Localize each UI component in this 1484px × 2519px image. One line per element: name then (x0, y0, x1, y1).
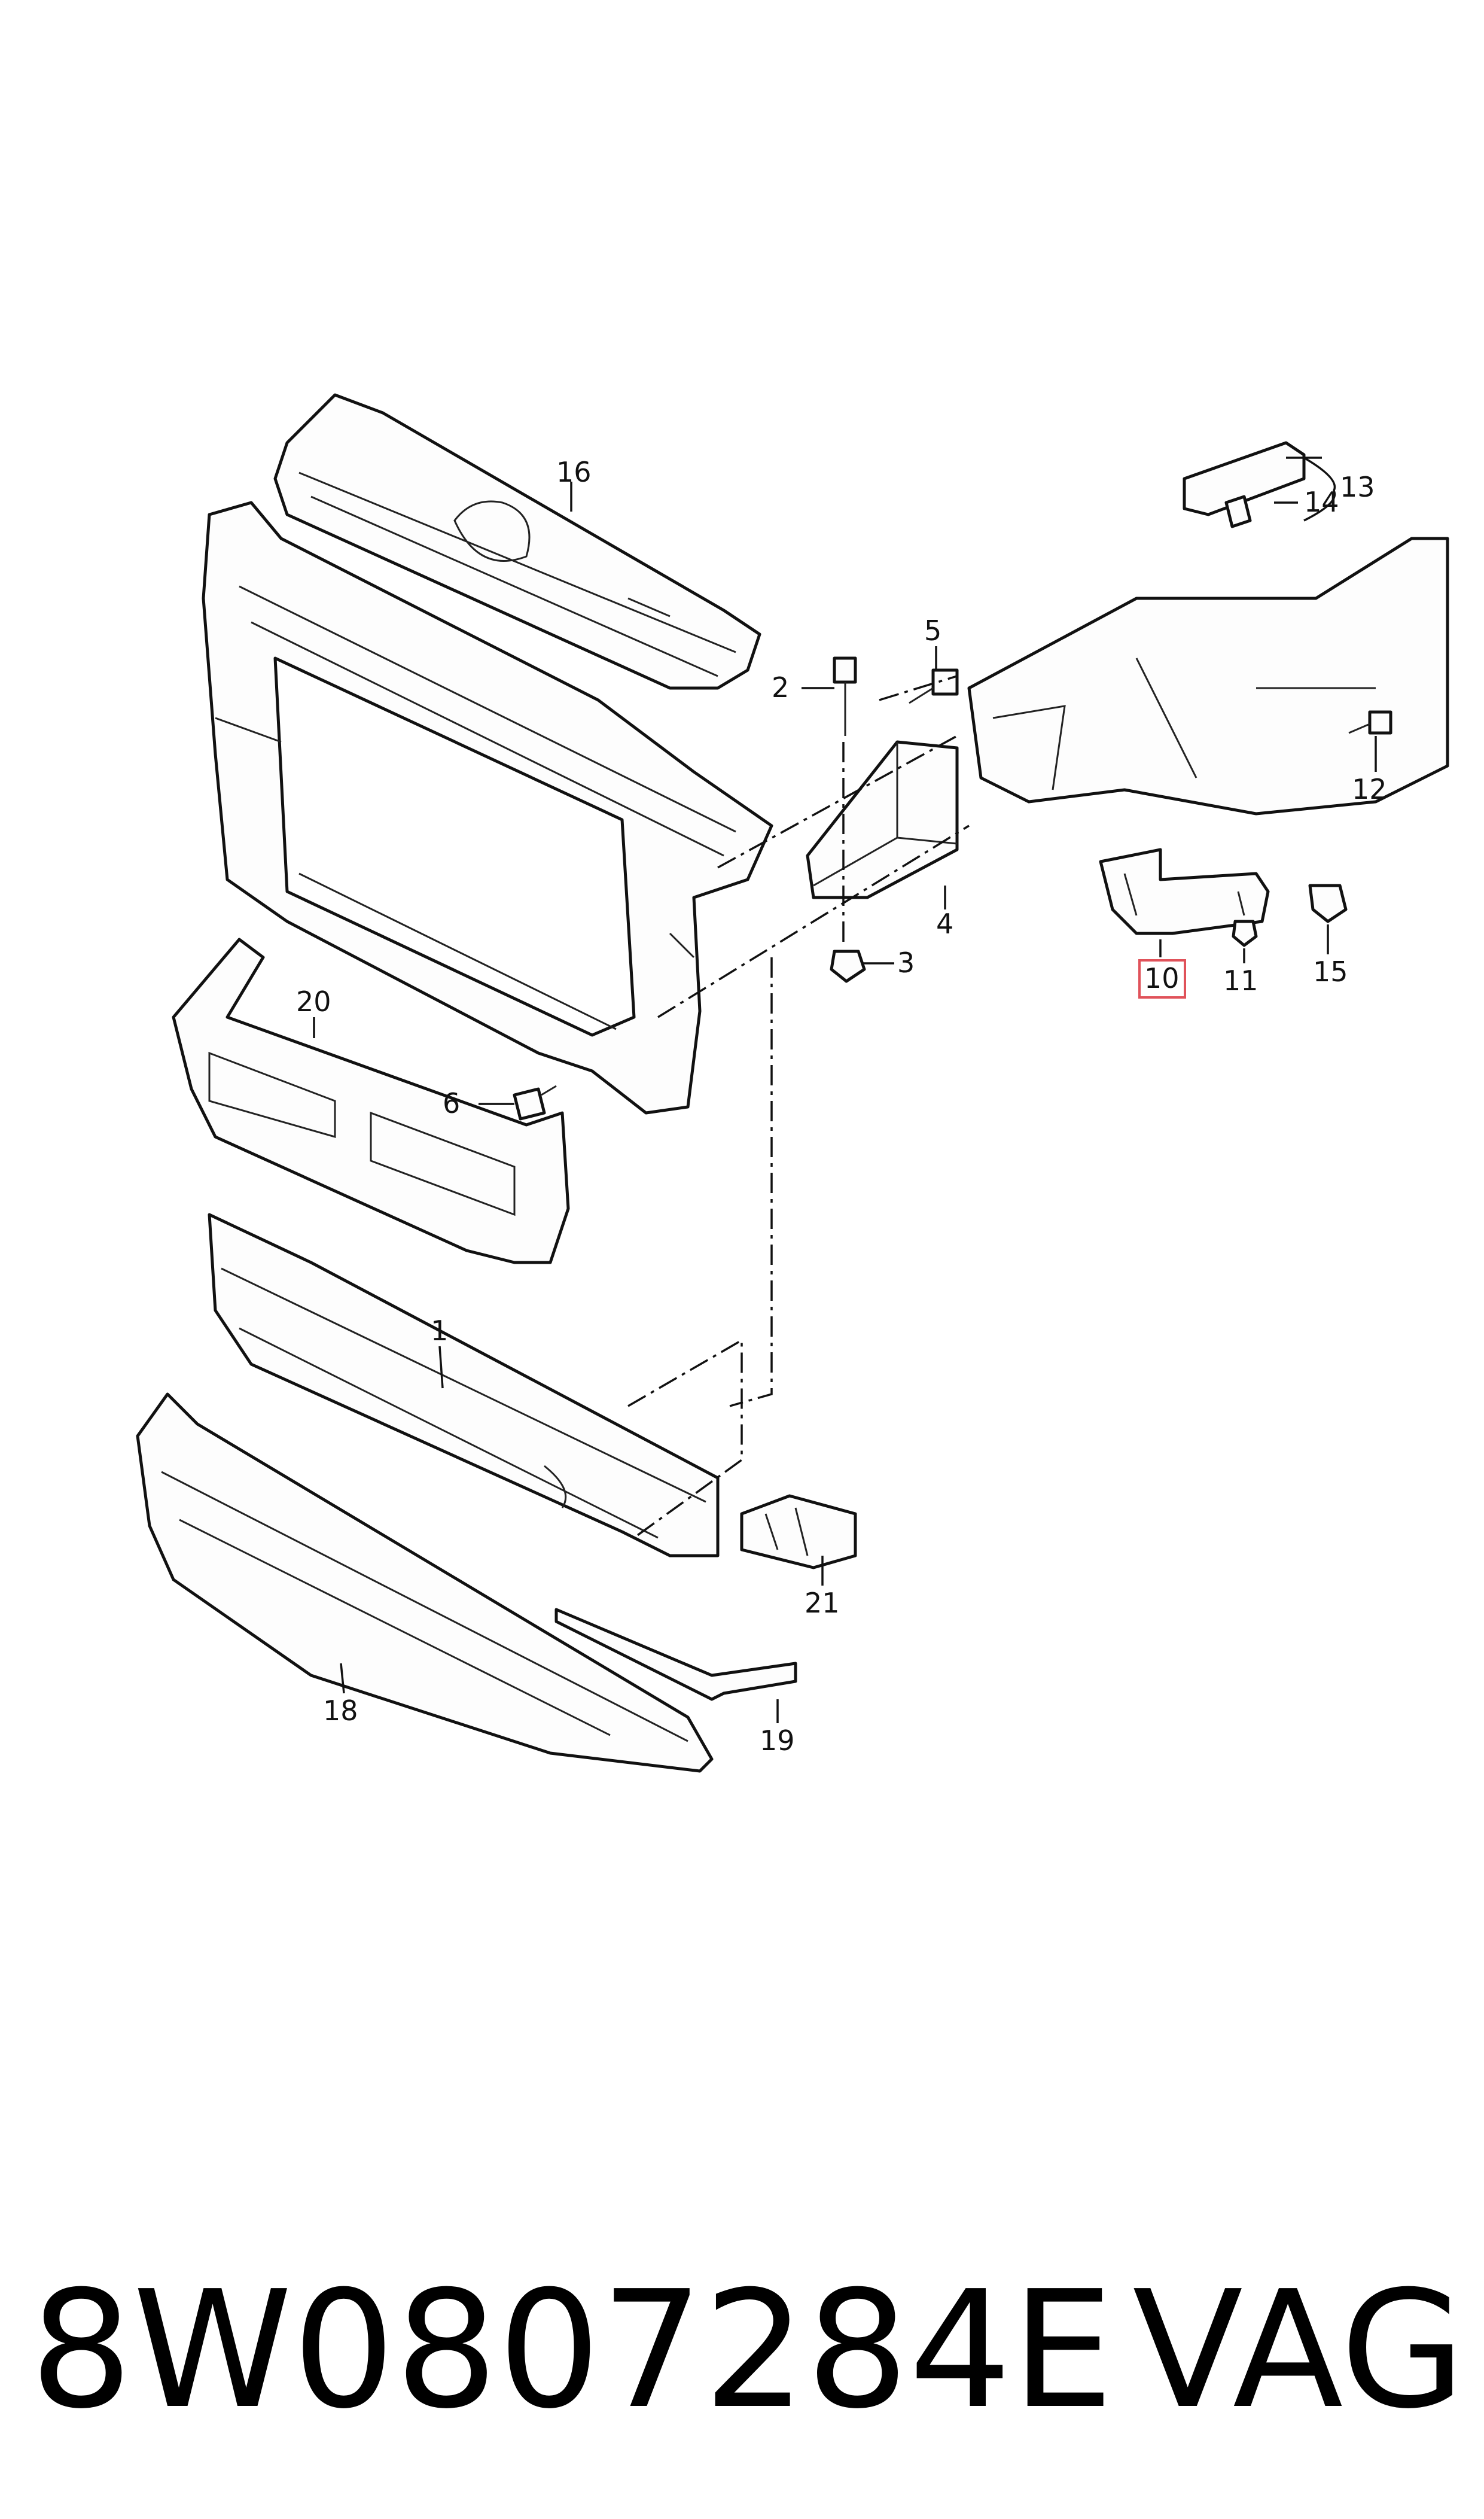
fastener-12-bolt (1348, 710, 1392, 735)
leader-lines (313, 457, 1377, 1723)
callout-1: 1 (431, 1315, 448, 1347)
fastener-15-clip (1308, 884, 1348, 923)
brand-name: VAG (1132, 2256, 1465, 2444)
part-13-clip-assembly (1183, 441, 1306, 528)
callout-13: 13 (1340, 471, 1375, 503)
callout-6: 6 (443, 1087, 460, 1119)
part-10-bracket (1099, 848, 1270, 935)
callout-19: 19 (760, 1724, 795, 1757)
highlight-box-10 (1138, 959, 1186, 999)
callout-18: 18 (323, 1694, 358, 1727)
callout-15: 15 (1313, 956, 1348, 988)
fastener-5-bolt (909, 668, 959, 704)
callout-5: 5 (924, 614, 941, 647)
callout-21: 21 (805, 1587, 840, 1619)
part-lock-carrier (202, 501, 773, 1115)
callout-10: 10 (1144, 962, 1180, 994)
footer-caption: 8W0807284E VAG (30, 2256, 1465, 2453)
callout-14: 14 (1304, 486, 1339, 518)
part-number: 8W0807284E (30, 2256, 1114, 2444)
callout-labels: 16 2 5 3 4 6 10 11 12 13 14 15 20 1 21 1… (296, 456, 1387, 1757)
part-4-crash-box (806, 740, 959, 899)
callout-2: 2 (772, 671, 789, 704)
part-18-energy-absorber (136, 1392, 714, 1773)
part-21-bracket (740, 1494, 857, 1569)
part-19-trim-strip (554, 1608, 797, 1701)
callout-4: 4 (936, 908, 953, 940)
fastener-2-bolt (833, 656, 857, 736)
body-longitudinal-member (967, 537, 1449, 816)
callout-16: 16 (556, 456, 592, 488)
callout-12: 12 (1352, 773, 1387, 805)
fastener-11-nut (1232, 920, 1258, 947)
part-20-lower-air-guide (172, 938, 570, 1264)
fastener-3-nut (830, 950, 866, 983)
callout-3: 3 (897, 947, 915, 979)
part-16-air-guide (273, 393, 761, 690)
fastener-6-bolt (513, 1085, 557, 1121)
part-1-bumper-beam (208, 1213, 720, 1557)
callout-20: 20 (296, 985, 331, 1018)
alignment-lines (627, 675, 970, 1539)
callout-11: 11 (1223, 965, 1258, 997)
